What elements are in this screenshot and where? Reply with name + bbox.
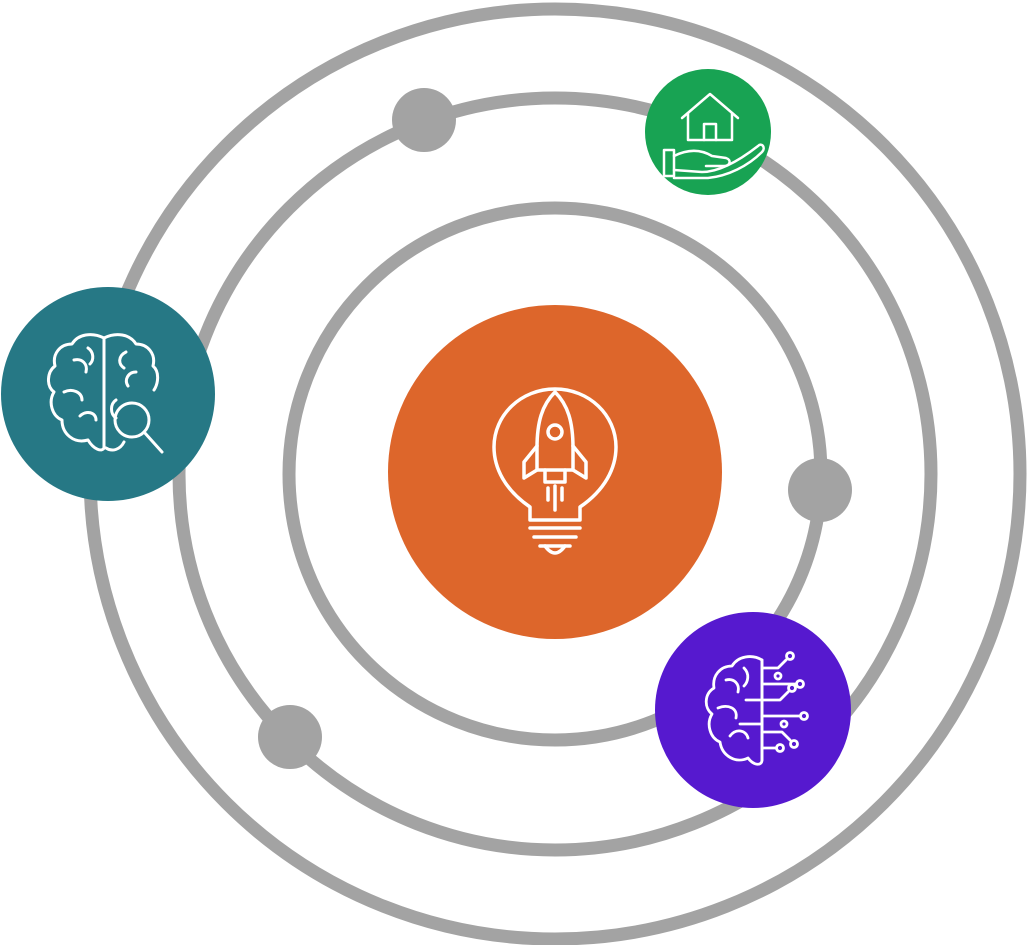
orbit-dot: [392, 88, 456, 152]
brain-search-node: [1, 287, 215, 501]
orbit-dot: [258, 705, 322, 769]
orbit-dots: [258, 88, 852, 769]
lightbulb-rocket-icon: [492, 387, 618, 555]
ai-brain-circle: [655, 612, 851, 808]
ai-brain-node: [655, 612, 851, 808]
brain-search-circle: [1, 287, 215, 501]
center-node: [388, 305, 722, 639]
ai-circuit-brain-icon: [704, 651, 809, 766]
orbit-dot: [788, 458, 852, 522]
house-in-hand-icon: [662, 92, 765, 180]
center-circle: [388, 305, 722, 639]
brain-search-icon: [47, 333, 164, 454]
house-in-hand-node: [645, 69, 771, 195]
house-in-hand-circle: [645, 69, 771, 195]
